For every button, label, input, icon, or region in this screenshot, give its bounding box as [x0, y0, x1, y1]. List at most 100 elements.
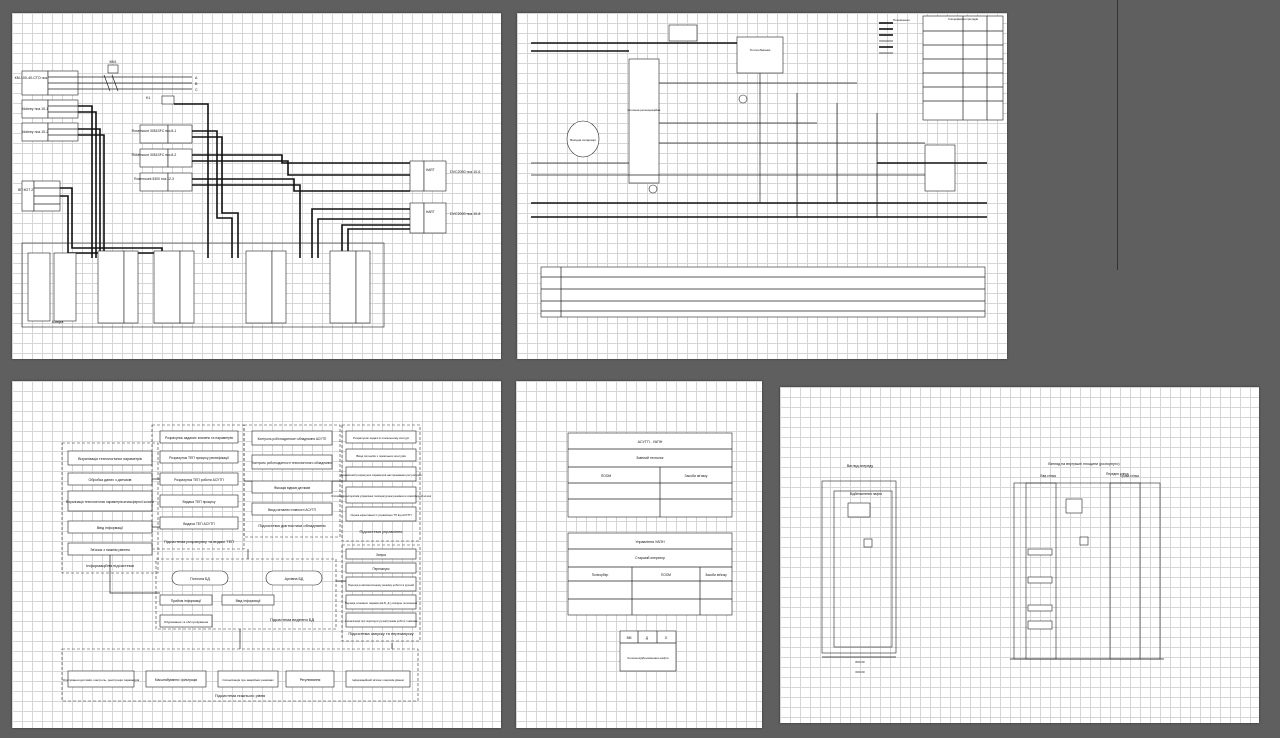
svg-text:Шафа: Шафа [52, 319, 64, 324]
svg-text:Ввід інформації: Ввід інформації [236, 599, 261, 603]
inner-view: Вигляд на внутрішні площини (розгорнуто)… [1010, 462, 1164, 660]
svg-text:Старший оператор: Старший оператор [635, 556, 665, 560]
device-km100: КМ-100-40-СТО поз.10-6 [15, 70, 79, 96]
svg-text:Rosemount 5300 поз.12-3: Rosemount 5300 поз.12-3 [134, 177, 174, 181]
svg-text:Перезапуск: Перезапуск [372, 567, 390, 571]
svg-text:Rosemount 3051SFC поз.8-1: Rosemount 3051SFC поз.8-1 [132, 129, 177, 133]
svg-text:Підсистема розрахунку та видач: Підсистема розрахунку та видачі ТЕП [164, 539, 234, 544]
svg-text:КМ1: КМ1 [109, 60, 116, 64]
svg-text:Ввід інформації: Ввід інформації [97, 526, 123, 530]
svg-text:Запуск: Запуск [376, 553, 387, 557]
svg-text:Оцінка ефективності управління: Оцінка ефективності управління ТП від АС… [350, 513, 411, 517]
sheet-structure-diagram[interactable]: Візуалізація технологічних параметрів Об… [12, 381, 501, 728]
svg-text:Підсистема запуску та перезапу: Підсистема запуску та перезапуску [348, 631, 413, 636]
pid-legend: Позначення [879, 18, 910, 54]
svg-text:Динамічний розрахунок параметр: Динамічний розрахунок параметрів настрою… [340, 473, 422, 477]
svg-text:Зв'язок з нижнім рівнем: Зв'язок з нижнім рівнем [90, 548, 130, 552]
pid-vessels: Колонна регенераційна Вихідна сепарація … [566, 24, 956, 194]
svg-text:Інформаційна підсистема: Інформаційна підсистема [86, 563, 134, 568]
svg-text:Розрахунок задачі в локальному: Розрахунок задачі в локальному контурі [353, 436, 409, 440]
svg-text:Права стінка: Права стінка [1120, 474, 1139, 478]
svg-text:Колонна регенераційна: Колонна регенераційна [628, 108, 661, 112]
svg-text:Видача ТЕП процесу: Видача ТЕП процесу [182, 500, 215, 504]
svg-text:Обробка даних з датчиків: Обробка даних з датчиків [89, 478, 132, 482]
svg-text:Інформаційний зв'язок з верхні: Інформаційний зв'язок з верхнім рівнем [352, 678, 404, 682]
svg-text:ВМ: ВМ [627, 636, 632, 640]
svg-text:HART: HART [426, 168, 435, 172]
pid-instrument-strip [540, 266, 986, 318]
svg-text:Розрахунок ТЕП роботи АСУТП: Розрахунок ТЕП роботи АСУТП [174, 478, 224, 482]
svg-text:600.00: 600.00 [855, 670, 865, 674]
device-vp: ВП КОТ 27-1 [18, 180, 61, 212]
svg-text:C: C [195, 88, 198, 92]
svg-text:Обурювання та обслуговування: Обурювання та обслуговування [164, 620, 209, 624]
km1-contactor: КМ1 A B C K1 [78, 60, 198, 105]
svg-text:Розрахунок ТЕП процесу ректифі: Розрахунок ТЕП процесу ректифікації [169, 456, 229, 460]
svg-text:Mobrey поз.10-2: Mobrey поз.10-2 [22, 130, 49, 134]
svg-text:ПООМ: ПООМ [601, 474, 612, 478]
svg-text:A: A [195, 76, 198, 80]
svg-text:Контроль роботоздатності облад: Контроль роботоздатності обладнання АСУТ… [258, 437, 327, 441]
rosemount-group: Rosemount 3051SFC поз.8-1 Rosemount 3051… [132, 124, 193, 192]
svg-text:HART: HART [426, 210, 435, 214]
svg-text:Підсистема ведення БД: Підсистема ведення БД [270, 617, 315, 622]
sheet-cabinet-views[interactable]: Вигляд спереду Відбензинення нафти 800.0… [780, 387, 1259, 723]
svg-text:КМ-100-40-СТО поз.10-6: КМ-100-40-СТО поз.10-6 [15, 76, 56, 80]
top-level-table: АСУТП - УАПН Змінний технолог ПООМ Засоб… [567, 432, 733, 518]
svg-text:Вигляд спереду: Вигляд спереду [847, 464, 874, 468]
group-info: Візуалізація технологічних параметрів Об… [61, 442, 159, 574]
bottom-level-table: ВМ Д О Колона відбензинення нафти [619, 630, 677, 672]
group-startup: Запуск Перезапуск Перехід в автоматичном… [341, 544, 421, 642]
wire-bundle [60, 103, 410, 258]
cabinet-shafa: Шафа [21, 242, 385, 328]
svg-text:Полігорбер: Полігорбер [592, 573, 609, 577]
sheet-pid-diagram[interactable]: Колонна регенераційна Вихідна сепарація … [517, 13, 1007, 359]
device-mobrey-1: Mobrey поз.10-1 [22, 99, 79, 119]
svg-text:Передня стінка: Передня стінка [1106, 472, 1129, 476]
svg-text:Відбензинення нафти: Відбензинення нафти [850, 492, 882, 496]
svg-text:Прийом інформації: Прийом інформації [171, 599, 201, 603]
svg-text:Д: Д [646, 636, 649, 640]
group-control: Розрахунок задачі в локальному контурі В… [331, 424, 431, 542]
hierarchy-canvas: АСУТП - УАПН Змінний технолог ПООМ Засоб… [567, 432, 733, 672]
svg-text:Поточна БД: Поточна БД [190, 577, 210, 581]
dvc-group: DVC2000 поз.10-6 HART DVC2000 поз.10-8 H… [409, 160, 480, 234]
svg-text:DVC2000 поз.10-8: DVC2000 поз.10-8 [450, 212, 480, 216]
svg-text:Підсистема нижнього рівня: Підсистема нижнього рівня [215, 693, 265, 698]
svg-text:800.00: 800.00 [855, 660, 865, 664]
pid-spec-table: Специфікація приладів [922, 15, 1004, 121]
svg-text:Сигналізація про аварійних реж: Сигналізація про аварійних режимах [222, 678, 274, 682]
svg-text:Візуалізація технологічних пар: Візуалізація технологічних параметрів ат… [66, 500, 154, 504]
svg-text:Розрахунок заданих значень та: Розрахунок заданих значень та параметрів [165, 436, 233, 440]
device-mobrey-2: Mobrey поз.10-2 [22, 122, 79, 142]
svg-text:Перевід основних параметрів Б,: Перевід основних параметрів Б, Д у вихід… [345, 601, 418, 605]
svg-text:Видача ТЕП АСУТП: Видача ТЕП АСУТП [183, 522, 215, 526]
svg-text:О: О [665, 636, 668, 640]
group-diag: Контроль роботоздатності обладнання АСУТ… [243, 424, 341, 538]
svg-text:Масштабування і фільтрація: Масштабування і фільтрація [155, 678, 197, 682]
cabinet-canvas: Вигляд спереду Відбензинення нафти 800.0… [821, 462, 1164, 674]
wiring-diagram-canvas: КМ-100-40-СТО поз.10-6 Mobrey поз.10-1 M… [15, 60, 480, 328]
svg-text:Вигляд на внутрішні площини (р: Вигляд на внутрішні площини (розгорнуто) [1048, 462, 1119, 466]
svg-text:Перехід в автоматичному режиму: Перехід в автоматичному режиму роботи в … [348, 583, 414, 587]
group-db: Поточна БД Архівна БД Прийом інформації … [155, 558, 337, 630]
svg-text:Управління УАПН: Управління УАПН [635, 540, 665, 544]
canvas-divider [1117, 0, 1118, 270]
svg-text:Підсистема управління: Підсистема управління [360, 529, 403, 534]
svg-text:Фіксація відмов датчиків: Фіксація відмов датчиків [274, 486, 310, 490]
svg-text:Архівна БД: Архівна БД [285, 577, 304, 581]
sheet-wiring-diagram[interactable]: КМ-100-40-СТО поз.10-6 Mobrey поз.10-1 M… [12, 13, 501, 359]
svg-text:Теплообмінник: Теплообмінник [750, 48, 771, 52]
svg-text:Ввод сигналів з локальних конт: Ввод сигналів з локальних контурів [356, 454, 406, 458]
svg-text:Засоби зв'язку: Засоби зв'язку [685, 474, 708, 478]
structure-canvas: Візуалізація технологічних параметрів Об… [61, 424, 431, 702]
svg-text:Rosemount 3051SFC поз.8-2: Rosemount 3051SFC поз.8-2 [132, 153, 177, 157]
svg-text:Ліва стінка: Ліва стінка [1040, 474, 1056, 478]
svg-text:ВП КОТ 27-1: ВП КОТ 27-1 [18, 188, 38, 192]
pid-lines [531, 42, 987, 218]
svg-text:Колона відбензинення нафти: Колона відбензинення нафти [628, 656, 669, 660]
svg-text:Сигналізація при переході в ру: Сигналізація при переході в ручний режим… [345, 619, 418, 623]
structure-connectors [109, 478, 393, 649]
sheet-hierarchy[interactable]: АСУТП - УАПН Змінний технолог ПООМ Засоб… [516, 381, 762, 728]
group-lower: Опитування датчиків, контроль, реєстраці… [61, 648, 419, 702]
